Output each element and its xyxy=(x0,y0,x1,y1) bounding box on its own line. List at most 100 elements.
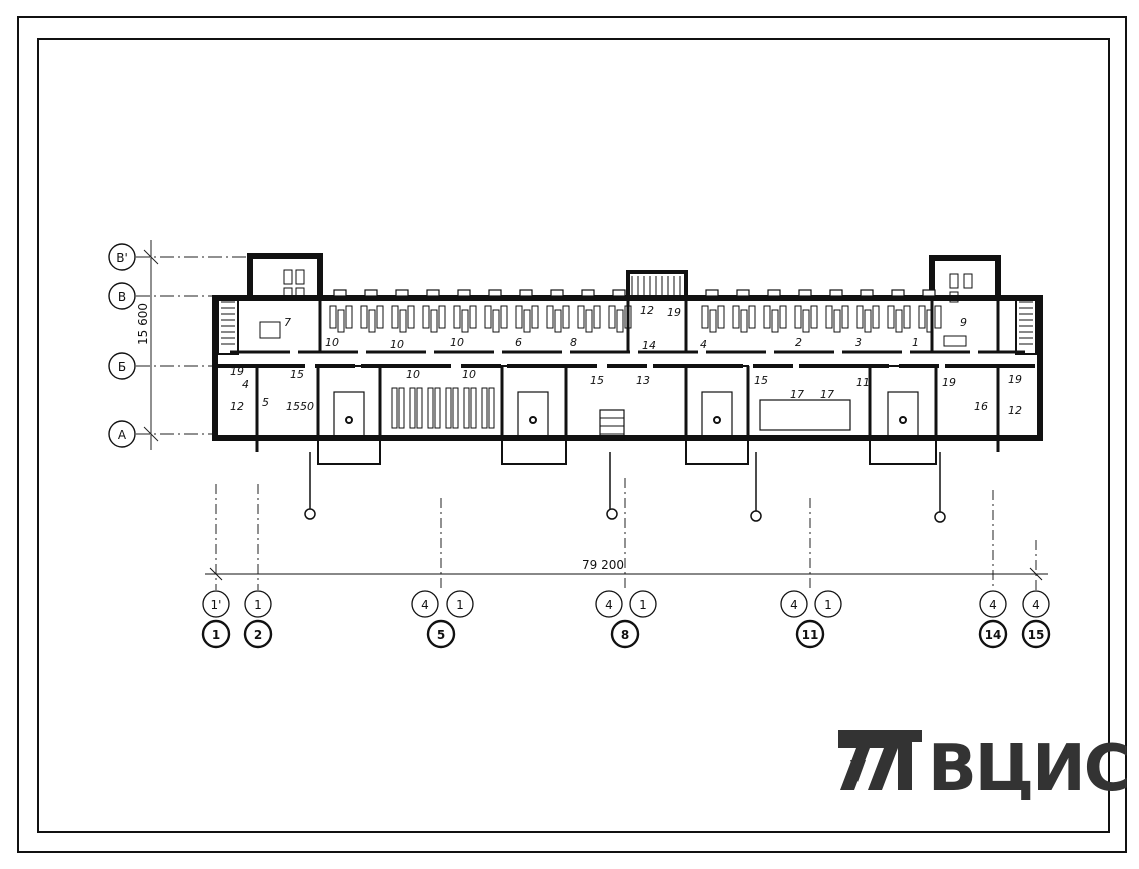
window xyxy=(364,289,378,297)
column-axis-bubble-bold: 11 xyxy=(795,619,825,649)
desk xyxy=(701,305,709,329)
column-axis-bubble-label: 1 xyxy=(254,598,262,612)
desk xyxy=(398,387,405,429)
column-axis-bubble-label: 1 xyxy=(639,598,647,612)
room-number: 12 xyxy=(640,304,654,317)
desk xyxy=(337,309,345,333)
desk xyxy=(562,305,570,329)
desk xyxy=(934,305,942,329)
column-axis-bubble: 1 xyxy=(629,590,657,618)
desk xyxy=(802,309,810,333)
window xyxy=(767,289,781,297)
desk xyxy=(469,305,477,329)
entrance-markers xyxy=(304,452,946,523)
desk xyxy=(872,305,880,329)
desk xyxy=(368,309,376,333)
seating-upper xyxy=(329,289,942,333)
desk xyxy=(616,309,624,333)
row-axis-lines xyxy=(136,256,250,435)
window xyxy=(395,289,409,297)
desk xyxy=(452,387,459,429)
desk xyxy=(593,305,601,329)
desk xyxy=(445,387,452,429)
column-axis-bubble-bold-label: 11 xyxy=(802,628,819,642)
column-axis-bubble-bold: 2 xyxy=(243,619,273,649)
window xyxy=(705,289,719,297)
desk xyxy=(484,305,492,329)
desk xyxy=(748,305,756,329)
desk xyxy=(500,305,508,329)
column-axis-bubble-bold: 14 xyxy=(978,619,1008,649)
overall-dimension-text: 79 200 xyxy=(582,558,624,572)
desk xyxy=(391,305,399,329)
desk xyxy=(833,309,841,333)
desk xyxy=(763,305,771,329)
column-axis-bubble-bold-label: 8 xyxy=(621,628,629,642)
column-axis-bubble: 4 xyxy=(1022,590,1050,618)
window xyxy=(798,289,812,297)
desk xyxy=(926,309,934,333)
column-axis-bubble-bold: 8 xyxy=(610,619,640,649)
partition-walls xyxy=(255,298,1000,452)
desk xyxy=(895,309,903,333)
desk xyxy=(399,309,407,333)
window xyxy=(736,289,750,297)
column-axis-bubble-bold-label: 15 xyxy=(1028,628,1045,642)
column-axis-bubble-label: 4 xyxy=(421,598,429,612)
window xyxy=(519,289,533,297)
room-number: 6 xyxy=(515,336,522,349)
desk xyxy=(841,305,849,329)
column-axis-bubble: 1 xyxy=(244,590,272,618)
desk xyxy=(577,305,585,329)
window xyxy=(860,289,874,297)
desk xyxy=(438,305,446,329)
column-axis-bubble-bold-label: 14 xyxy=(985,628,1002,642)
column-axis-bubble: 1 xyxy=(814,590,842,618)
desk xyxy=(407,305,415,329)
axis-bubble-a: А xyxy=(108,420,136,448)
column-axis-bubble-label: 4 xyxy=(790,598,798,612)
room-number: 10 xyxy=(462,368,476,381)
depth-dimension-text: 15 600 xyxy=(136,303,150,345)
column-axis-bubble-label: 4 xyxy=(1032,598,1040,612)
room-number: 19 xyxy=(1008,373,1022,386)
column-axis-bubble: 1' xyxy=(202,590,230,618)
room-number: 4 xyxy=(700,338,707,351)
desk xyxy=(488,387,495,429)
column-axis-bubble-bold: 15 xyxy=(1021,619,1051,649)
column-axis-bubble-label: 1 xyxy=(456,598,464,612)
column-axis-bubble: 1 xyxy=(446,590,474,618)
desk xyxy=(416,387,423,429)
column-axis-guides xyxy=(215,478,1037,590)
inner-frame xyxy=(37,38,1110,833)
room-number: 15 xyxy=(290,368,304,381)
room-number: 19 xyxy=(667,306,681,319)
desk xyxy=(376,305,384,329)
desk xyxy=(856,305,864,329)
desk xyxy=(903,305,911,329)
column-axis-bubble-label: 4 xyxy=(989,598,997,612)
row-axis-bubbles: В' В Б А xyxy=(108,243,136,448)
desk xyxy=(481,387,488,429)
column-axis-bubble-bold-label: 2 xyxy=(254,628,262,642)
tower-furniture xyxy=(259,269,973,347)
column-axis-bubble-label: 4 xyxy=(605,598,613,612)
desk xyxy=(470,387,477,429)
room-number: 19 xyxy=(942,376,956,389)
desk xyxy=(810,305,818,329)
axis-label-v: В xyxy=(118,290,126,304)
room-number: 4 xyxy=(242,378,249,391)
axis-bubble-b: Б xyxy=(108,352,136,380)
room-number: 9 xyxy=(960,316,967,329)
room-number: 19 xyxy=(230,365,244,378)
room-number: 7 xyxy=(284,316,291,329)
window xyxy=(891,289,905,297)
window xyxy=(922,289,936,297)
desk xyxy=(585,309,593,333)
desk xyxy=(825,305,833,329)
desk xyxy=(887,305,895,329)
axis-label-a: А xyxy=(118,428,127,442)
room-number: 3 xyxy=(855,336,862,349)
window xyxy=(426,289,440,297)
